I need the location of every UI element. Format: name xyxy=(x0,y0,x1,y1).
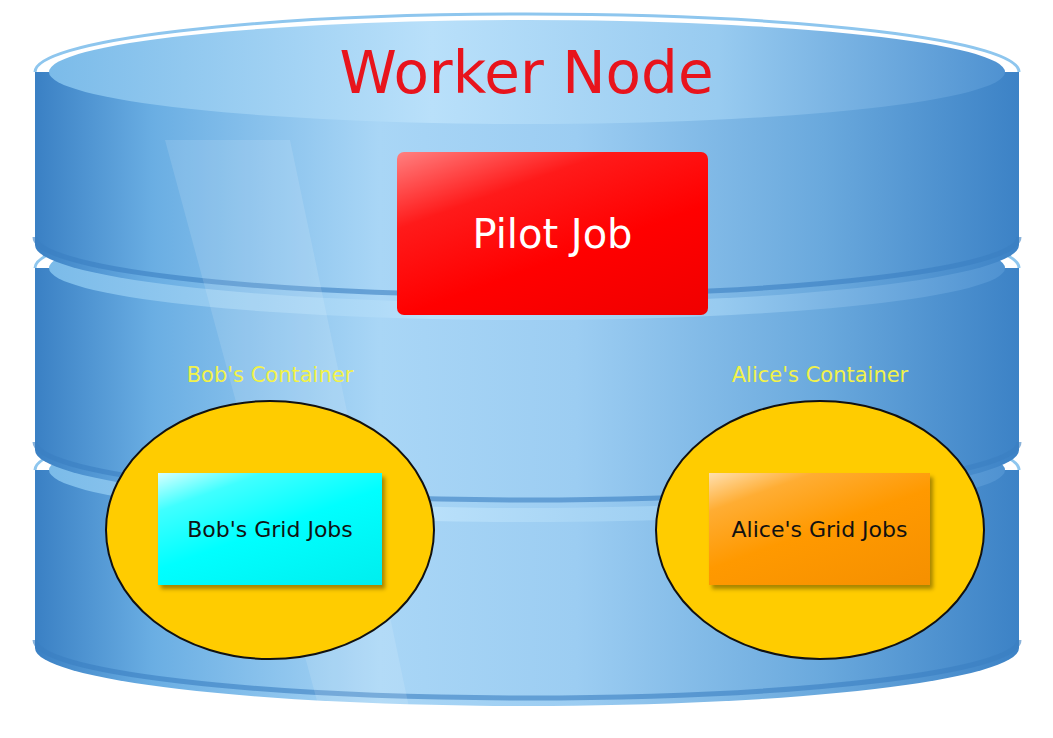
node-title: Worker Node xyxy=(339,38,713,108)
box-label: Pilot Job xyxy=(473,211,633,257)
container-ellipse: Bob's ContainerBob's Grid Jobs xyxy=(105,360,435,660)
container-ellipse: Alice's ContainerAlice's Grid Jobs xyxy=(655,360,985,660)
container-ellipse xyxy=(656,401,984,659)
container-ellipse xyxy=(106,401,434,659)
pilot-job-box: Pilot Job xyxy=(397,152,708,315)
grid-jobs-box: Bob's Grid Jobs xyxy=(158,473,382,585)
cylinder-top xyxy=(49,20,1005,124)
box-label: Alice's Grid Jobs xyxy=(732,517,908,542)
grid-jobs-box: Alice's Grid Jobs xyxy=(709,473,930,585)
container-label: Alice's Container xyxy=(732,361,909,389)
container-label: Bob's Container xyxy=(187,361,354,389)
box-label: Bob's Grid Jobs xyxy=(187,517,353,542)
